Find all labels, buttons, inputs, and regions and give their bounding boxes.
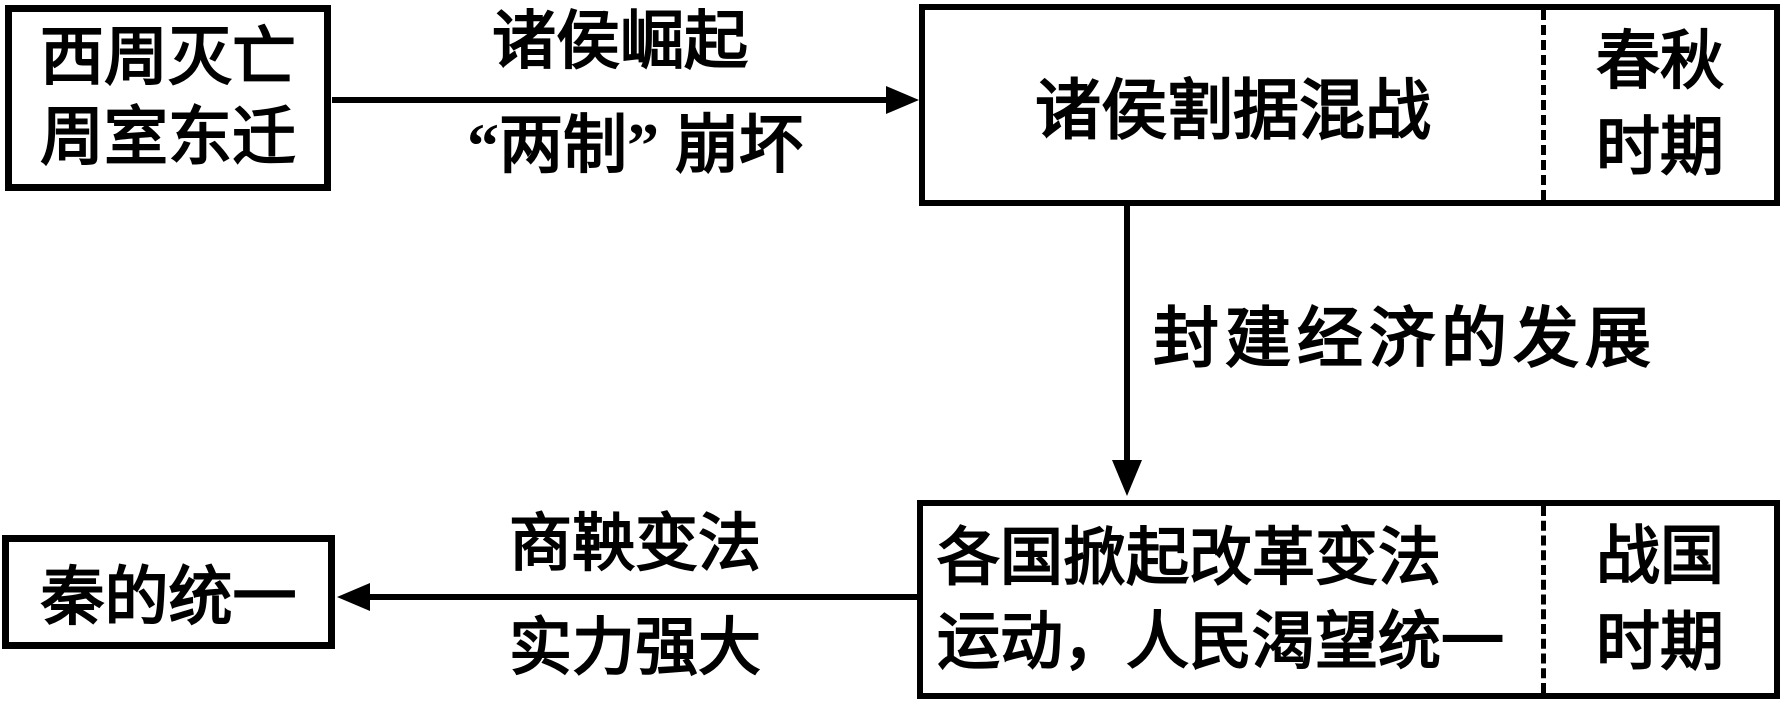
box-western-zhou-line1: 西周灭亡: [40, 22, 296, 93]
warring-states-period-line1: 战国: [1596, 520, 1724, 592]
spring-autumn-period-line2: 时期: [1596, 112, 1724, 183]
arrow-economy-arrowhead-down-icon: [1112, 460, 1142, 496]
box-qin-unification-label: 秦的统一: [40, 562, 297, 633]
box-spring-autumn: 诸侯割据混战 春秋 时期: [919, 4, 1780, 206]
box-warring-states-line2: 运动，人民渴望统一: [937, 606, 1504, 677]
box-warring-states-line1: 各国掀起改革变法: [937, 522, 1441, 593]
spring-autumn-period-line1: 春秋: [1596, 26, 1724, 97]
box-western-zhou: 西周灭亡 周室东迁: [5, 5, 331, 191]
arrow-rise-line: [332, 97, 886, 103]
arrow-shang-yang-arrowhead-left-icon: [337, 583, 370, 611]
box-qin-unification: 秦的统一: [2, 535, 335, 649]
arrow-economy-line: [1124, 206, 1130, 462]
warring-states-period-cell: 战国 时期: [1541, 506, 1774, 693]
box-warring-states: 各国掀起改革变法 运动，人民渴望统一 战国 时期: [917, 500, 1780, 699]
arrow-rise-arrowhead-right-icon: [886, 86, 919, 114]
spring-autumn-period-cell: 春秋 时期: [1541, 10, 1774, 200]
box-western-zhou-line2: 周室东迁: [40, 102, 296, 173]
warring-states-period-line2: 时期: [1596, 606, 1724, 678]
arrow-rise-label-bottom: “两制” 崩坏: [467, 110, 803, 181]
arrow-shang-yang-line: [369, 594, 917, 600]
arrow-rise-label-top: 诸侯崛起: [492, 6, 748, 77]
arrow-economy-label: 封建经济的发展: [1153, 303, 1657, 376]
box-warring-states-main: 各国掀起改革变法 运动，人民渴望统一: [923, 506, 1541, 693]
arrow-shang-yang-label-top: 商鞅变法: [509, 509, 761, 579]
arrow-shang-yang-label-bottom: 实力强大: [509, 613, 761, 683]
box-spring-autumn-main: 诸侯割据混战: [1035, 75, 1431, 148]
